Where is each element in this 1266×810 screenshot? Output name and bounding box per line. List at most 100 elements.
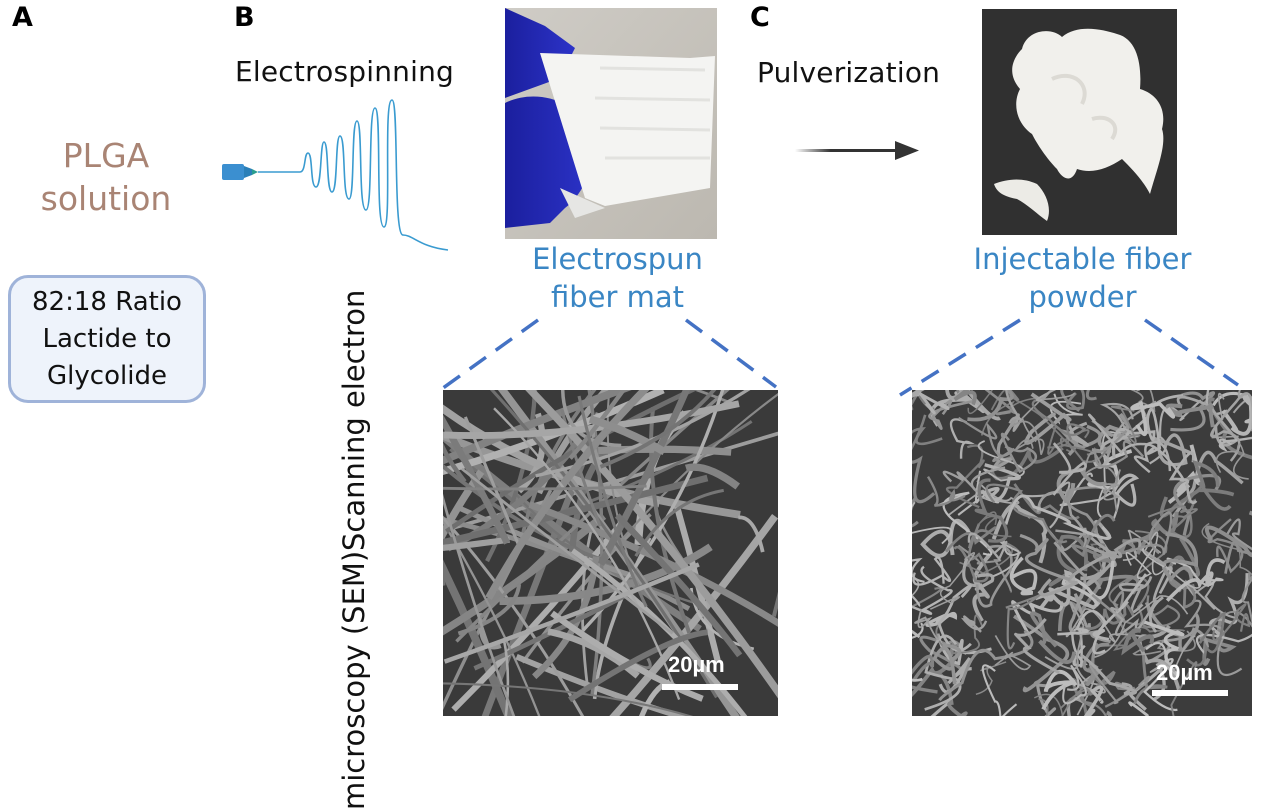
sem-fiber	[912, 414, 943, 451]
sem-fiber	[1056, 467, 1108, 503]
sem-fiber	[990, 390, 1074, 454]
sem-fiber	[1035, 390, 1073, 402]
sem-fiber	[1082, 641, 1110, 687]
sem-fiber	[1165, 558, 1226, 602]
electrospun-caption-line2: fiber mat	[550, 280, 685, 314]
sem-fiber	[953, 390, 1020, 406]
sem-fiber	[912, 577, 920, 597]
sem-fiber	[935, 614, 984, 655]
sem-fiber	[994, 634, 1032, 671]
sem-fiber	[502, 638, 510, 716]
powder-caption-line2: powder	[1028, 280, 1137, 314]
sem-fiber	[991, 503, 1048, 564]
arrow-right-icon	[795, 141, 919, 160]
sem-fiber	[1088, 662, 1150, 705]
sem-fiber	[1048, 534, 1088, 587]
sem-fiber	[525, 390, 778, 699]
sem-fiber	[1128, 511, 1173, 556]
sem-fiber	[924, 634, 962, 711]
sem-fiber	[1052, 442, 1087, 496]
sem-fiber	[957, 470, 1000, 516]
sem-label-line2: microscopy (SEM)	[337, 551, 371, 810]
panel-letter-a: A	[12, 2, 33, 33]
sem-fibers-straight	[443, 390, 778, 716]
sem-fiber	[443, 390, 632, 465]
sem-fiber	[1186, 611, 1226, 667]
sem-fiber	[914, 608, 940, 641]
sem-fiber	[912, 455, 936, 504]
sem-fiber	[977, 440, 1025, 482]
sem-fiber	[443, 559, 513, 716]
sem-scale-bar-c	[1152, 690, 1228, 696]
sem-scale-label-b: 20µm	[668, 652, 725, 677]
sem-fiber	[577, 395, 648, 608]
sem-fiber	[1013, 614, 1070, 693]
zoom-line-b-left	[441, 318, 540, 390]
sem-fiber	[1133, 443, 1185, 482]
sem-fiber	[443, 562, 700, 664]
sem-fiber	[974, 478, 1009, 543]
sem-fiber	[1147, 505, 1198, 531]
sem-fiber	[967, 390, 1014, 422]
sem-fiber	[443, 519, 541, 716]
sem-fiber	[1066, 696, 1085, 716]
sem-fiber	[547, 628, 640, 679]
sem-fiber	[1170, 661, 1198, 716]
sem-fiber	[972, 552, 992, 623]
sem-fiber	[1121, 628, 1155, 656]
sem-fiber	[567, 629, 708, 703]
zoom-line-c-left	[899, 318, 1021, 397]
sem-fiber	[1004, 494, 1112, 540]
sem-fiber	[568, 390, 627, 460]
sem-fiber	[1039, 551, 1118, 597]
sem-fiber	[461, 467, 674, 635]
sem-fiber	[912, 501, 953, 545]
sem-fiber	[1133, 654, 1168, 705]
zoom-line-c-right	[1143, 318, 1240, 387]
sem-fiber	[1060, 390, 1097, 412]
plga-label-line1: PLGA	[62, 136, 150, 175]
sem-row-label: Scanning electron microscopy (SEM)	[334, 290, 414, 810]
sem-fiber	[560, 409, 602, 527]
sem-fiber	[649, 407, 692, 634]
sem-fiber	[1014, 617, 1060, 675]
sem-fiber	[692, 390, 736, 406]
electrospinning-title: Electrospinning	[235, 55, 455, 88]
sem-fiber	[1201, 522, 1252, 576]
sem-image-powder: 20µm	[912, 390, 1252, 716]
sem-fiber	[956, 390, 974, 396]
sem-fiber	[1094, 429, 1145, 468]
sem-fiber	[588, 415, 667, 456]
sem-fiber	[485, 390, 650, 600]
ratio-line1: 82:18 Ratio	[32, 287, 182, 317]
fiber-powder-photo	[982, 9, 1177, 235]
sem-fiber	[1009, 556, 1038, 596]
sem-fiber	[1143, 641, 1178, 712]
sem-label-line1: Scanning electron	[337, 289, 371, 552]
sem-fiber	[443, 493, 516, 716]
plga-solution-label: PLGA solution	[26, 134, 186, 220]
sem-fiber	[1130, 400, 1176, 437]
sem-fiber	[932, 643, 962, 685]
sem-fiber	[981, 664, 1018, 716]
panel-letter-b: B	[234, 2, 255, 33]
ratio-line3: Glycolide	[47, 361, 167, 391]
sem-fiber	[1005, 593, 1041, 650]
sem-fiber	[1066, 418, 1090, 447]
sem-fiber	[980, 463, 1021, 502]
sem-fiber	[528, 501, 778, 627]
sem-fiber	[1007, 420, 1045, 456]
sem-fiber	[443, 442, 467, 484]
sem-scale-label-c: 20µm	[1156, 660, 1213, 685]
sem-fiber	[1166, 557, 1224, 587]
sem-fiber	[443, 682, 694, 716]
sem-fiber	[957, 544, 1012, 593]
sem-fiber	[949, 418, 975, 459]
sem-fiber	[598, 445, 732, 456]
sem-fiber	[1059, 687, 1092, 716]
sem-fiber	[1224, 540, 1252, 581]
pulverization-title: Pulverization	[757, 56, 941, 89]
sem-fiber	[1066, 390, 1086, 410]
sem-fiber	[929, 551, 975, 610]
sem-fiber	[1057, 609, 1107, 655]
